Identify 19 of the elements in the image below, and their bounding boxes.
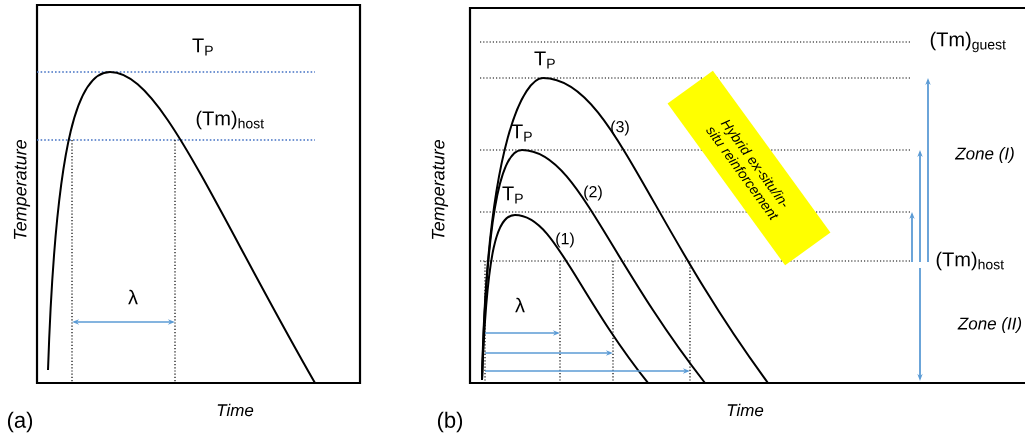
symbol-label: T$_{P}$	[192, 38, 213, 56]
symbol-label: (Tm)$_{guest}$	[930, 31, 1006, 53]
symbol-label: T$_{P}$	[502, 186, 523, 204]
symbol-label: λ	[515, 297, 525, 313]
curve-number: (1)	[556, 232, 574, 248]
symbol-label: (Tm)$_{host}$	[196, 110, 264, 130]
zone-label: Zone (II)	[957, 317, 1022, 333]
axis-label: Temperature	[431, 139, 449, 240]
symbol-label: T$_{P}$	[511, 124, 532, 142]
symbol-label: λ	[128, 289, 138, 305]
panel-label: (b)	[437, 411, 463, 433]
axis-label: Temperature	[13, 139, 31, 240]
axis-label: Time	[727, 403, 764, 417]
symbol-label: T$_{P}$	[534, 51, 555, 69]
curve-number: (2)	[584, 185, 602, 201]
symbol-label: (Tm)$_{host}$	[936, 251, 1004, 271]
zone-label: Zone (I)	[954, 147, 1014, 163]
panel-label: (a)	[7, 411, 33, 433]
axis-label: Time	[217, 403, 254, 417]
